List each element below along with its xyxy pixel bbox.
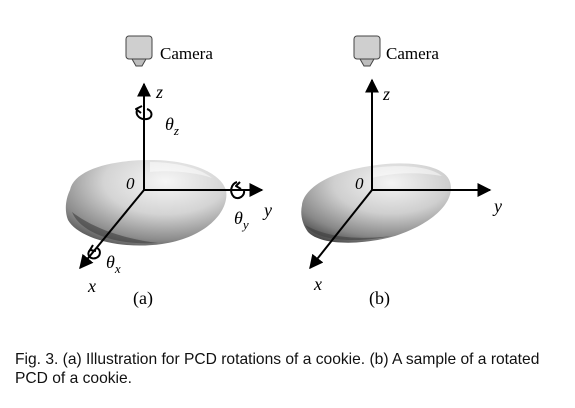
theta-x-label: θx [106, 252, 121, 276]
x-axis-label: x [87, 276, 96, 296]
camera-label: Camera [386, 44, 439, 63]
figure-illustration: Camera z θz 0 y θy θx x (a) [65, 35, 502, 309]
camera-label: Camera [160, 44, 213, 63]
camera-icon [353, 35, 381, 67]
panel-b-label: (b) [369, 288, 390, 309]
origin-label: 0 [126, 174, 135, 193]
panel-b: Camera z 0 y x (b) [301, 35, 502, 309]
camera-icon [125, 35, 153, 67]
rotation-arrow-y [230, 181, 246, 200]
cookie-point-cloud-a [65, 160, 227, 246]
x-axis [309, 189, 373, 270]
rotation-arrow-z [135, 105, 153, 121]
origin-label: 0 [355, 174, 364, 193]
y-axis-label: y [492, 196, 502, 216]
x-axis-label: x [313, 274, 322, 294]
cookie-point-cloud-b [301, 163, 451, 243]
x-axis [79, 189, 145, 270]
theta-y-label: θy [234, 208, 249, 232]
theta-z-label: θz [165, 114, 179, 138]
y-axis-label: y [262, 200, 272, 220]
rotation-arrow-x [87, 244, 101, 260]
panel-a: Camera z θz 0 y θy θx x (a) [65, 35, 272, 309]
figure-caption: Fig. 3. (a) Illustration for PCD rotatio… [15, 351, 540, 387]
z-axis-label: z [382, 84, 390, 104]
panel-a-label: (a) [133, 288, 153, 309]
z-axis-label: z [155, 82, 163, 102]
